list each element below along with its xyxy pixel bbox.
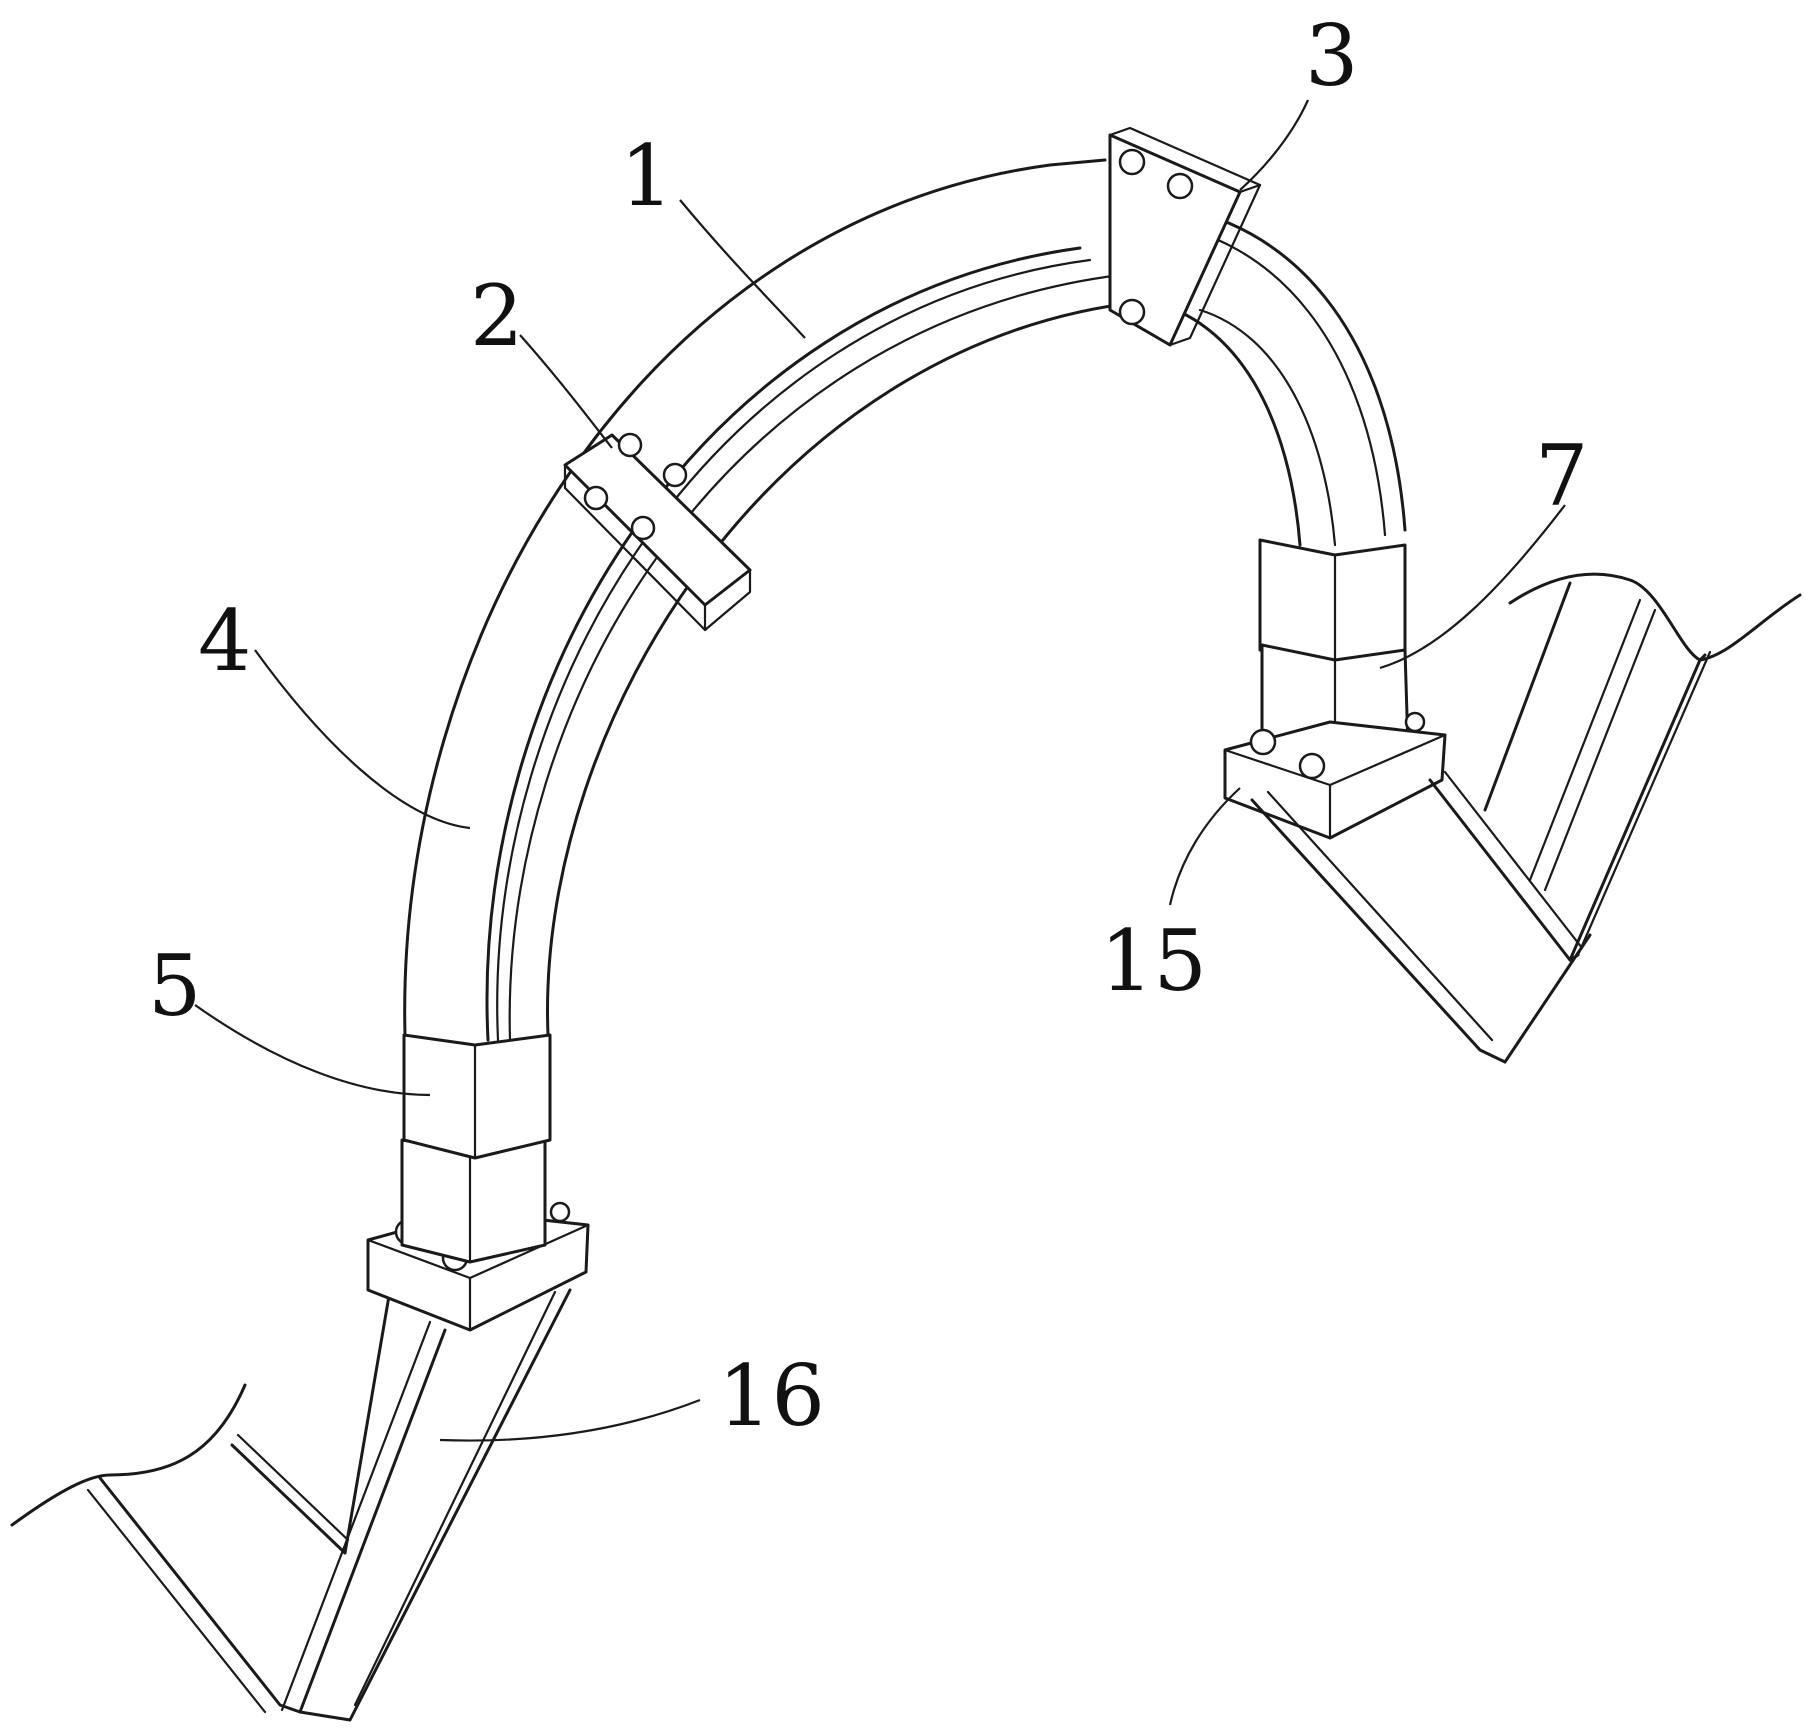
bolt-icon [549, 1201, 571, 1223]
callout-4: 4 [198, 592, 251, 690]
clamp-2 [563, 432, 752, 632]
callout-5: 5 [148, 937, 201, 1035]
bolt-icon [662, 462, 688, 488]
left-ground-foot [10, 1288, 572, 1722]
bolt-icon [583, 485, 609, 511]
bolt-icon [1249, 728, 1277, 756]
bolt-icon [617, 432, 643, 458]
left-sleeve [400, 1033, 552, 1264]
right-mounting-plate [1223, 711, 1447, 840]
callout-16: 16 [718, 1347, 825, 1445]
bolt-icon [1118, 148, 1146, 176]
bolt-icon [630, 515, 656, 541]
leader-lines [194, 99, 1566, 1442]
callout-1: 1 [620, 127, 673, 225]
callout-3: 3 [1305, 7, 1358, 105]
callout-7: 7 [1535, 427, 1588, 525]
right-ground-foot [1250, 572, 1802, 1064]
callouts: 1 2 3 4 5 7 15 16 [148, 7, 1588, 1445]
clamp-3 [1108, 126, 1262, 347]
bolt-icon [1118, 298, 1146, 326]
arch-beam [403, 158, 1407, 1042]
bolt-icon [1298, 752, 1326, 780]
bolt-icon [1404, 711, 1426, 733]
bolt-icon [1166, 172, 1194, 200]
callout-15: 15 [1100, 912, 1207, 1010]
callout-2: 2 [470, 267, 523, 365]
